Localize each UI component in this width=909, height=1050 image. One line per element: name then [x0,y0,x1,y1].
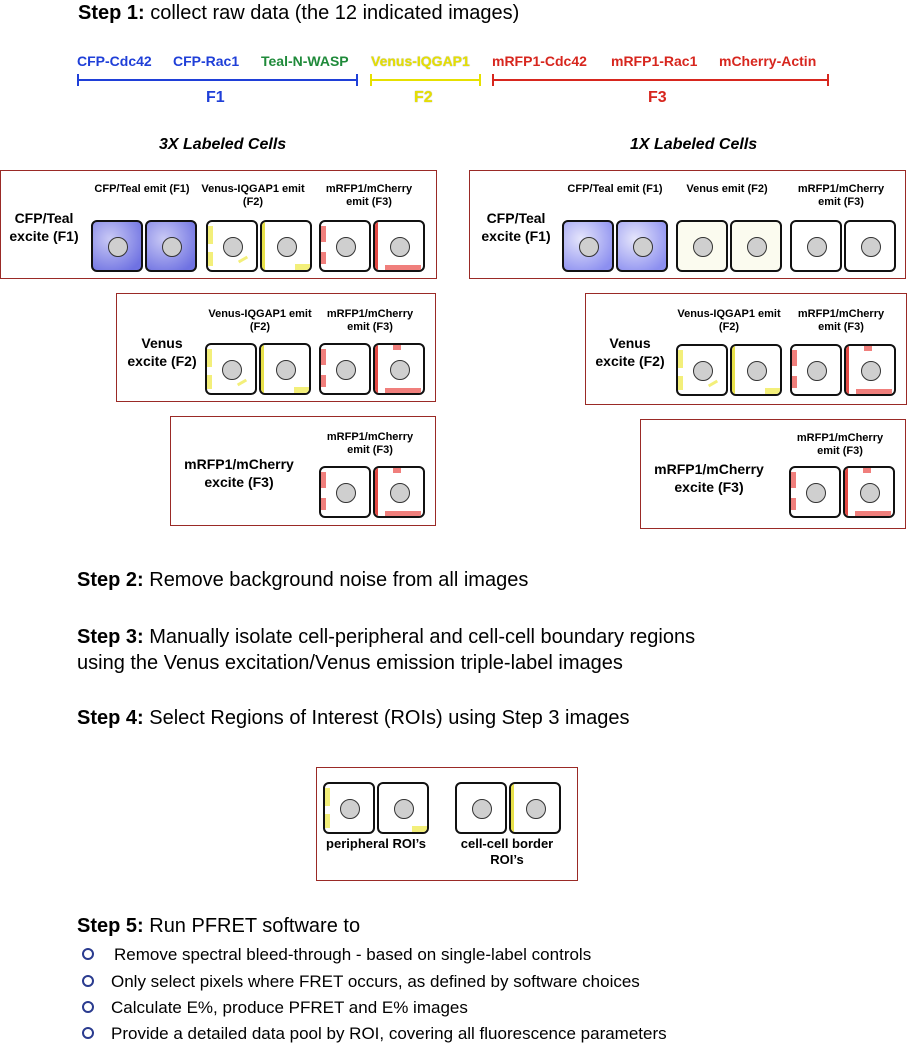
step4-heading: Step 4: Select Regions of Interest (ROIs… [77,707,629,730]
triple-f1-excitation-panel: CFP/Teal excite (F1) CFP/Teal emit (F1) … [0,170,437,279]
single-f3-emit-label: mRFP1/mCherry emit (F3) [797,183,885,208]
f3-range-bar [492,74,829,86]
cell-image [206,220,258,272]
cell-image [676,220,728,272]
triple-f2-excite-label: Venus excite (F2) [127,335,197,369]
single-row2-f2-emit-label: Venus-IQGAP1 emit (F2) [677,308,781,333]
cell-image [455,782,507,834]
peripheral-roi-label: peripheral ROI’s [326,836,426,851]
triple-row3-f3-emit-label: mRFP1/mCherry emit (F3) [326,431,414,456]
probe-venus-iqgap1: Venus-IQGAP1 [371,53,470,69]
single-f2-emit-label: Venus emit (F2) [686,183,768,195]
step5-heading: Step 5: Run PFRET software to [77,915,360,938]
single-f1-emit-label: CFP/Teal emit (F1) [567,183,663,195]
triple-row2-f2-emit-label: Venus-IQGAP1 emit (F2) [208,308,312,333]
step5-text: Run PFRET software to [143,915,361,937]
single-f2-excite-label: Venus excite (F2) [595,335,665,369]
step5-bullet: Remove spectral bleed-through - based on… [114,945,592,964]
f1-range-bar [77,74,358,86]
step4-label: Step 4: [77,707,144,729]
step5-bullet: Provide a detailed data pool by ROI, cov… [111,1024,667,1043]
triple-f3-excitation-panel: mRFP1/mCherry excite (F3) mRFP1/mCherry … [170,416,436,526]
cell-image [260,220,312,272]
f1-label: F1 [206,89,225,106]
probe-cfp-rac1: CFP-Rac1 [173,53,240,69]
step3-heading: Step 3: Manually isolate cell-peripheral… [77,624,695,676]
cell-image [205,343,257,395]
cell-image [373,466,425,518]
single-row3-f3-emit-label: mRFP1/mCherry emit (F3) [796,432,884,457]
triple-f3-emit-label: mRFP1/mCherry emit (F3) [325,183,413,208]
cell-image [844,344,896,396]
cell-image [373,343,425,395]
step5-bullet: Only select pixels where FRET occurs, as… [111,972,640,991]
cell-image [562,220,614,272]
cell-image [373,220,425,272]
cell-image [676,344,728,396]
single-f3-excite-label: mRFP1/mCherry excite (F3) [654,461,764,495]
probe-mcherry-actin: mCherry-Actin [719,53,817,69]
cell-image [790,344,842,396]
bullet-icon [82,975,94,987]
bullet-icon [82,1001,94,1013]
cell-image [319,343,371,395]
step3-label: Step 3: [77,626,144,648]
cell-image [844,220,896,272]
single-label-title: 1X Labeled Cells [630,136,758,153]
probe-teal-nwasp: Teal-N-WASP [261,53,349,69]
cell-image [730,344,782,396]
cell-image [616,220,668,272]
triple-f2-excitation-panel: Venus excite (F2) Venus-IQGAP1 emit (F2)… [116,293,436,402]
step3-text-line2: using the Venus excitation/Venus emissio… [77,652,623,674]
border-roi-label: cell-cell border ROI’s [460,836,554,867]
step2-heading: Step 2: Remove background noise from all… [77,569,528,592]
step4-text: Select Regions of Interest (ROIs) using … [143,707,630,729]
step2-label: Step 2: [77,569,144,591]
cell-image [377,782,429,834]
step1-text: collect raw data (the 12 indicated image… [144,2,520,24]
cell-image [259,343,311,395]
cell-image [323,782,375,834]
triple-f1-emit-label: CFP/Teal emit (F1) [94,183,190,195]
triple-f3-excite-label: mRFP1/mCherry excite (F3) [184,456,294,490]
cell-image [91,220,143,272]
probe-mrfp1-rac1: mRFP1-Rac1 [611,53,698,69]
roi-panel: peripheral ROI’s cell-cell border ROI’s [316,767,578,881]
single-f1-excite-label: CFP/Teal excite (F1) [481,210,551,244]
single-row2-f3-emit-label: mRFP1/mCherry emit (F3) [797,308,885,333]
cell-image [789,466,841,518]
f2-label: F2 [414,89,433,106]
f3-label: F3 [648,89,667,106]
cell-image [319,220,371,272]
step5-bullet: Calculate E%, produce PFRET and E% image… [111,998,468,1017]
probe-cfp-cdc42: CFP-Cdc42 [77,53,152,69]
step3-text: Manually isolate cell-peripheral and cel… [143,626,696,648]
cell-image [319,466,371,518]
cell-image [509,782,561,834]
triple-f2-emit-label: Venus-IQGAP1 emit (F2) [201,183,305,208]
bullet-icon [82,1027,94,1039]
single-f1-excitation-panel: CFP/Teal excite (F1) CFP/Teal emit (F1) … [469,170,906,279]
bullet-icon [82,948,94,960]
step5-label: Step 5: [77,915,144,937]
step1-label: Step 1: [78,2,145,24]
f2-range-bar [370,74,481,86]
cell-image [790,220,842,272]
single-f2-excitation-panel: Venus excite (F2) Venus-IQGAP1 emit (F2)… [585,293,907,405]
step1-heading: Step 1: collect raw data (the 12 indicat… [78,2,519,25]
cell-image [730,220,782,272]
cell-image [843,466,895,518]
single-f3-excitation-panel: mRFP1/mCherry excite (F3) mRFP1/mCherry … [640,419,906,529]
cell-image [145,220,197,272]
step2-text: Remove background noise from all images [143,569,529,591]
triple-f1-excite-label: CFP/Teal excite (F1) [9,210,79,244]
probe-mrfp1-cdc42: mRFP1-Cdc42 [492,53,587,69]
triple-label-title: 3X Labeled Cells [159,136,287,153]
triple-row2-f3-emit-label: mRFP1/mCherry emit (F3) [326,308,414,333]
